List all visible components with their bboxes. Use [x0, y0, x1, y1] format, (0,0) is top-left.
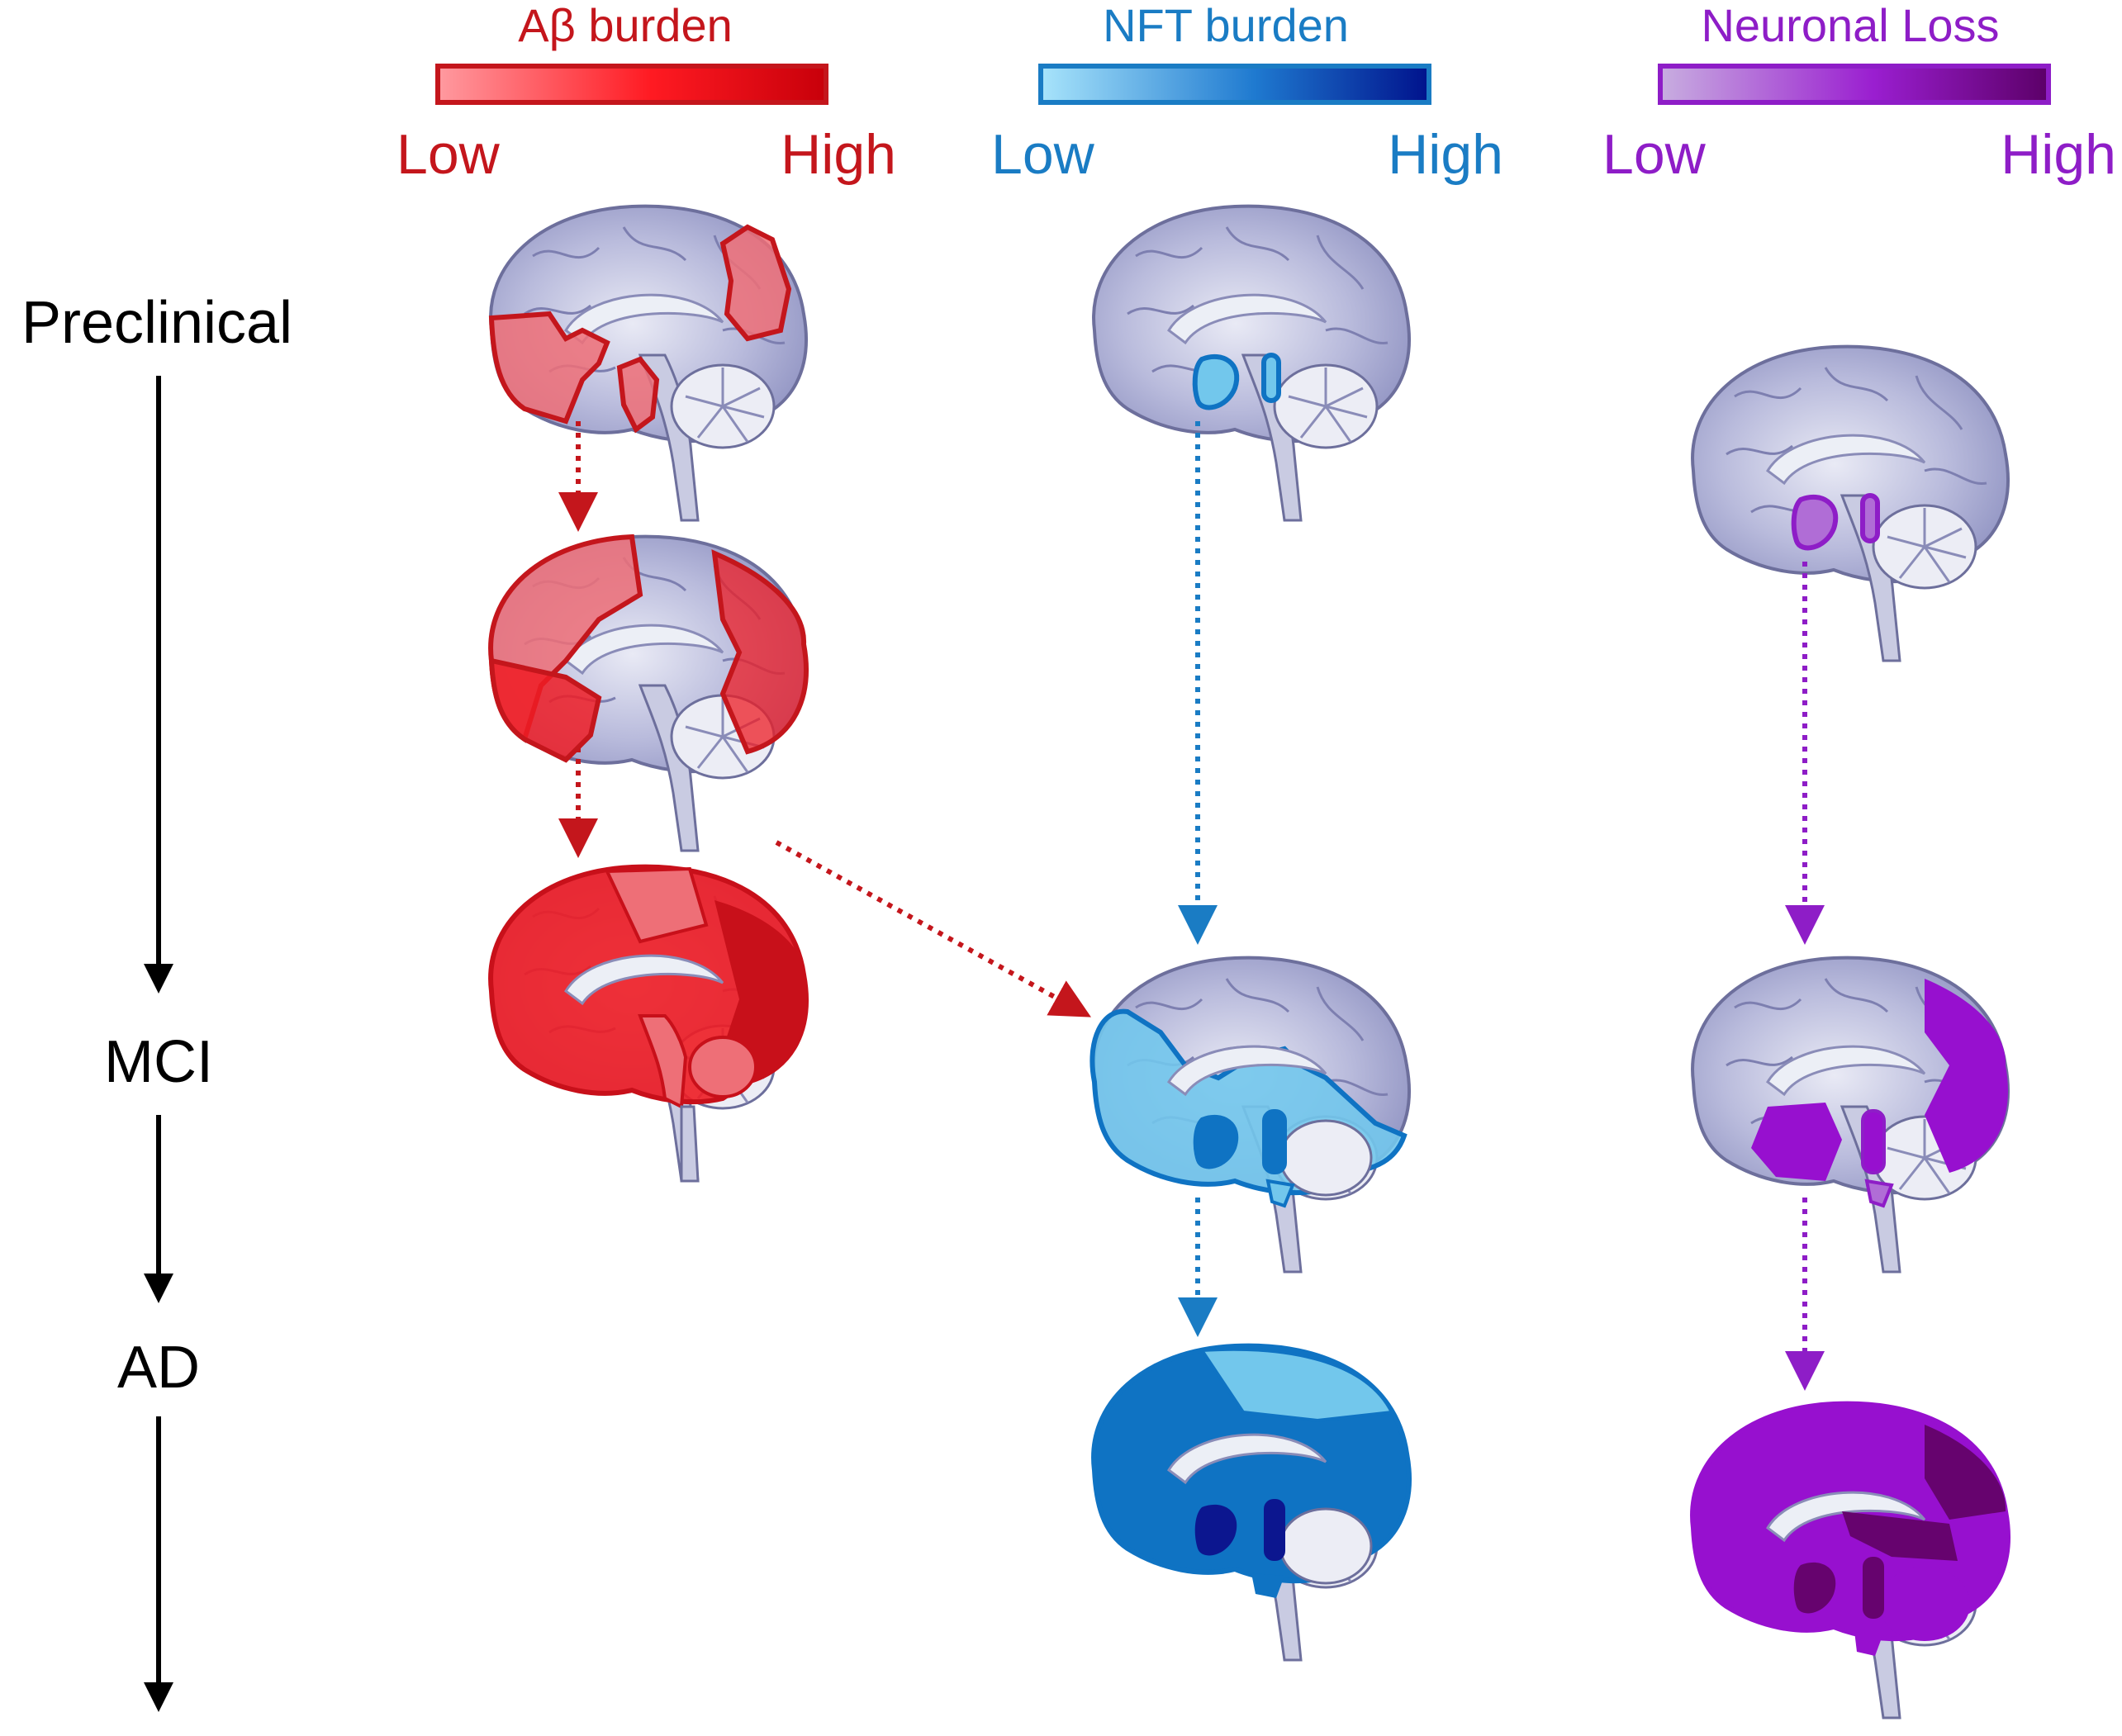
nft-brain-1 — [1092, 204, 1411, 522]
legend-nft-high-label: High — [1388, 123, 1503, 186]
legend-neuronal-low-label: Low — [1602, 123, 1707, 186]
legend-neuronal-loss: Neuronal Loss Low High — [1602, 0, 2116, 186]
neuronal-brain-3 — [1690, 1401, 2010, 1719]
nft-brain-2 — [1089, 956, 1411, 1274]
legend-nft: NFT burden Low High — [991, 0, 1503, 186]
stage-axis: Preclinical MCI AD — [21, 290, 292, 1712]
legend-nft-gradient-bar — [1038, 64, 1431, 105]
legend-neuronal-title: Neuronal Loss — [1701, 0, 1999, 51]
legend-abeta-title: Aβ burden — [518, 0, 733, 51]
legend-nft-low-label: Low — [991, 123, 1095, 186]
stage-label-mci: MCI — [104, 1029, 213, 1095]
nft-brain-3 — [1091, 1343, 1412, 1662]
abeta-to-nft-arrow — [775, 840, 1091, 1017]
legend-abeta-high-label: High — [781, 123, 896, 186]
stage-label-preclinical: Preclinical — [21, 290, 292, 356]
stage-label-ad: AD — [117, 1335, 200, 1401]
legend-neuronal-high-label: High — [2001, 123, 2116, 186]
neuronal-brain-2 — [1691, 956, 2010, 1274]
legend-abeta-low-label: Low — [396, 123, 501, 186]
abeta-brain-3 — [488, 864, 809, 1183]
legend-abeta-gradient-bar — [435, 64, 828, 105]
legend-neuronal-gradient-bar — [1658, 64, 2051, 105]
legend-nft-title: NFT burden — [1103, 0, 1349, 51]
neuronal-brain-1 — [1691, 344, 2010, 662]
abeta-brain-1 — [488, 204, 808, 522]
legend-abeta: Aβ burden Low High — [396, 0, 896, 186]
abeta-brain-2 — [488, 534, 809, 852]
